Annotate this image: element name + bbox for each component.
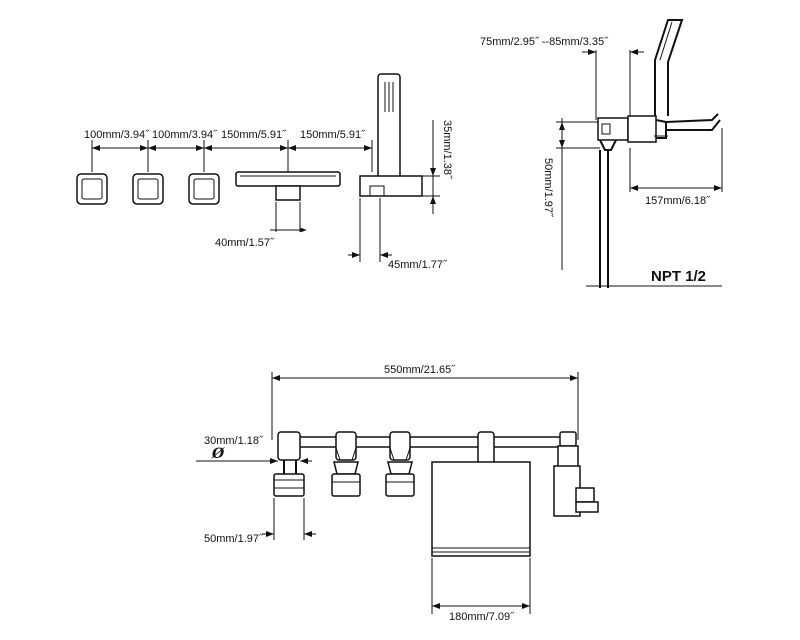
side-hand-shower — [654, 19, 684, 116]
dim-spout-depth: 40mm/1.57˝ — [215, 237, 275, 249]
dim-total-width: 550mm/21.65˝ — [384, 364, 456, 376]
handle-top-3 — [188, 173, 220, 205]
dim-spacing-4: 150mm/5.91˝ — [300, 129, 366, 141]
spout-top — [235, 171, 341, 201]
dim-deck-range: 75mm/2.95˝ --85mm/3.35˝ — [480, 36, 609, 48]
dim-shower-depth: 45mm/1.77˝ — [388, 259, 448, 271]
dim-handle-height: 50mm/1.97˝ — [204, 533, 264, 545]
thread-label: NPT 1/2 — [651, 268, 706, 285]
dim-spacing-3: 150mm/5.91˝ — [221, 129, 287, 141]
front-shower-mount — [553, 431, 599, 517]
dim-spacing-1: 100mm/3.94˝ — [84, 129, 150, 141]
dim-spout-width: 180mm/7.09˝ — [449, 611, 515, 623]
front-spout — [431, 431, 531, 557]
dim-shower-height: 35mm/1.38˝ — [441, 120, 453, 180]
handle-top-1 — [76, 173, 108, 205]
dim-spout-reach: 157mm/6.18˝ — [645, 195, 711, 207]
manifold-pipe — [283, 436, 575, 448]
side-view: 75mm/2.95˝ --85mm/3.35˝ 50mm/1.97˝ — [480, 19, 723, 288]
side-valve-body — [597, 113, 721, 151]
front-valve-2 — [331, 431, 361, 497]
handle-top-2 — [132, 173, 164, 205]
front-valve-3 — [385, 431, 415, 497]
top-view: 100mm/3.94˝ 100mm/3.94˝ 150mm/5.91˝ 150m… — [76, 73, 453, 271]
dim-spacing-2: 100mm/3.94˝ — [152, 129, 218, 141]
dim-body-height: 50mm/1.97˝ — [542, 158, 554, 218]
dim-handle-diameter: 30mm/1.18˝ — [204, 435, 264, 447]
diameter-symbol: Ø — [211, 446, 225, 462]
front-view: 550mm/21.65˝ — [196, 364, 599, 623]
hand-shower-top — [359, 73, 423, 197]
front-valve-1 — [273, 431, 305, 497]
